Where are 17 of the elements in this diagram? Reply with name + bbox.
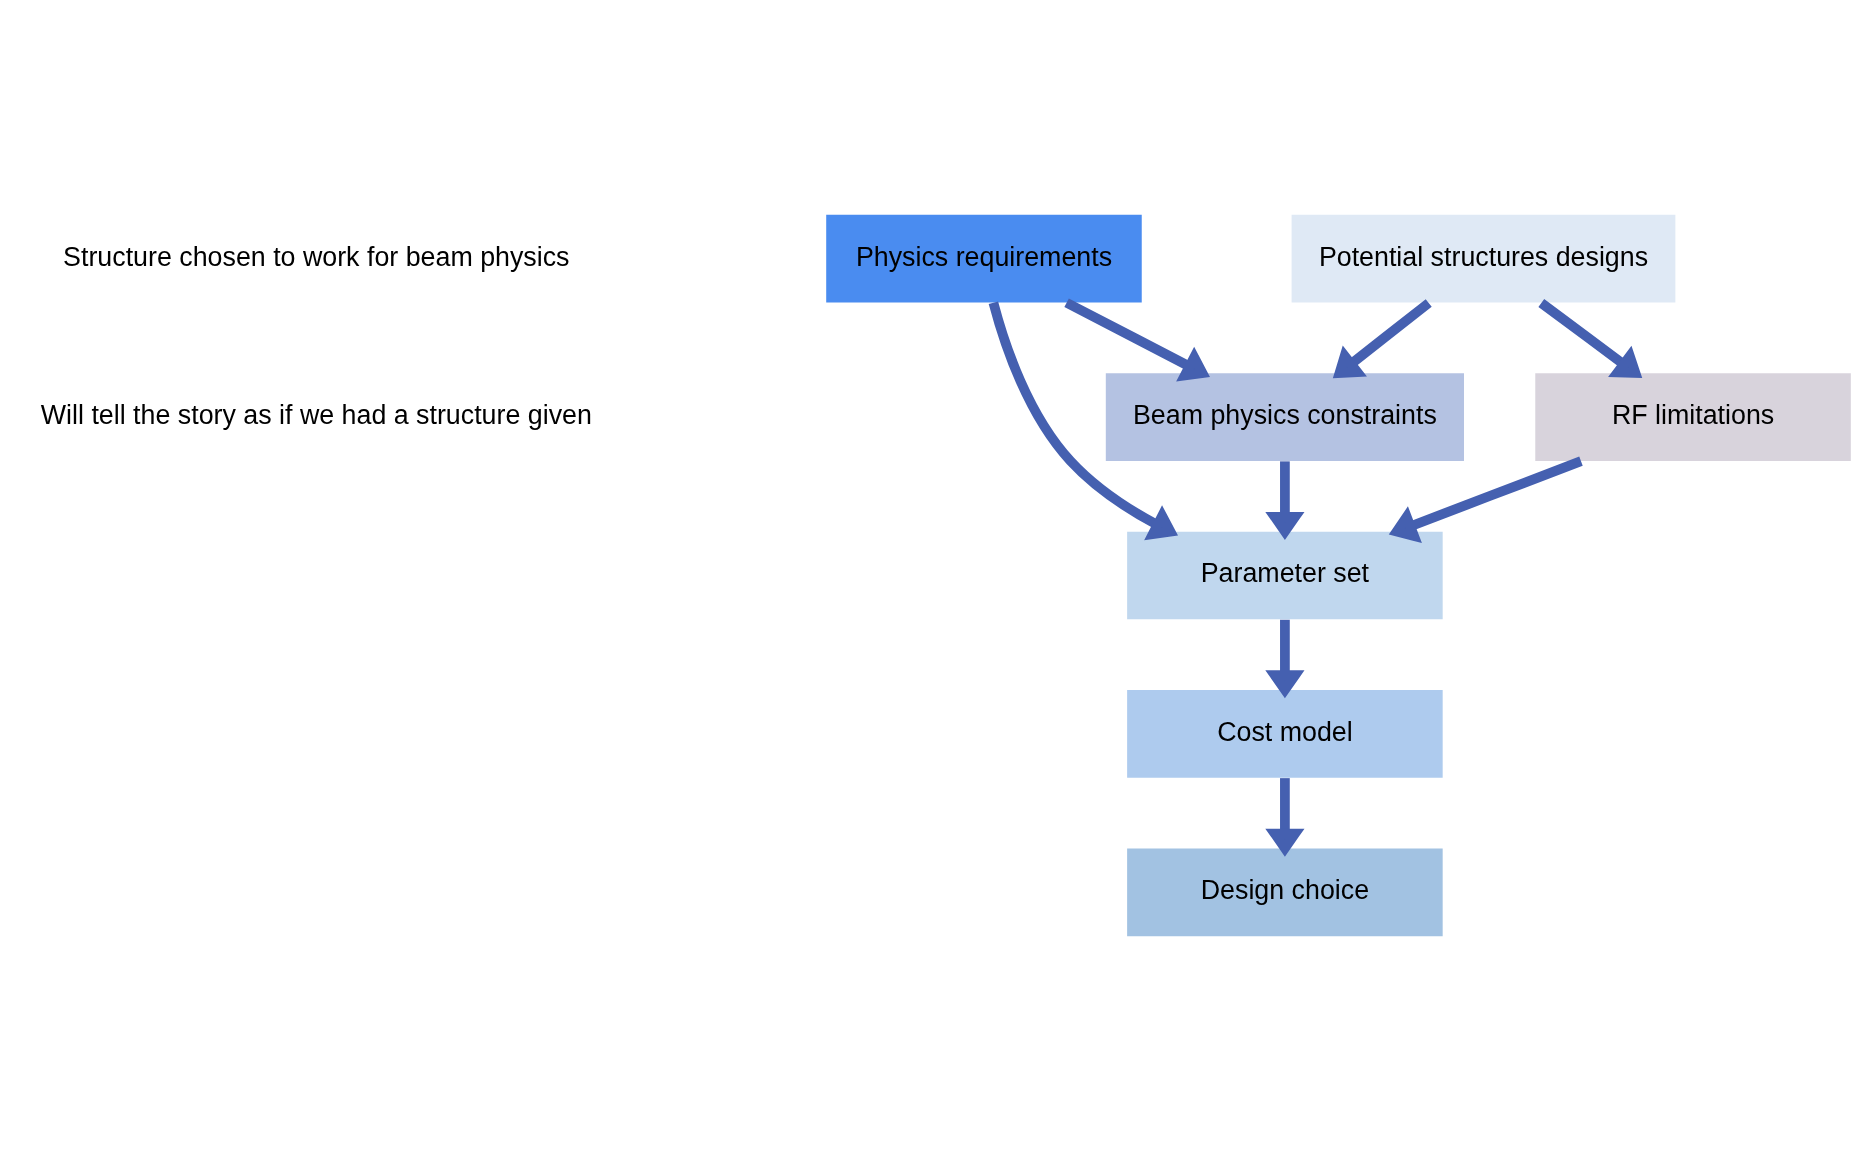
arrow — [1264, 619, 1304, 698]
node-box: Parameter set — [1126, 531, 1443, 619]
node-box: Potential structures designs — [1291, 214, 1675, 303]
label: Structure chosen to work for beam physics — [62, 241, 570, 272]
node-box: Physics requirements — [825, 214, 1142, 303]
node-box: Design choice — [1126, 847, 1443, 936]
arrow — [1388, 456, 1583, 543]
arrow — [1063, 297, 1210, 382]
node-box: RF limitations — [1534, 372, 1851, 461]
arrow — [988, 300, 1178, 540]
node-box: Cost model — [1126, 689, 1443, 778]
arrow — [1264, 460, 1304, 540]
label: Will tell the story as if we had a structure given — [40, 399, 592, 430]
arrow — [1332, 298, 1432, 378]
arrow — [1264, 777, 1304, 857]
arrow — [1537, 298, 1642, 378]
node-box: Beam physics constraints — [1105, 372, 1464, 461]
